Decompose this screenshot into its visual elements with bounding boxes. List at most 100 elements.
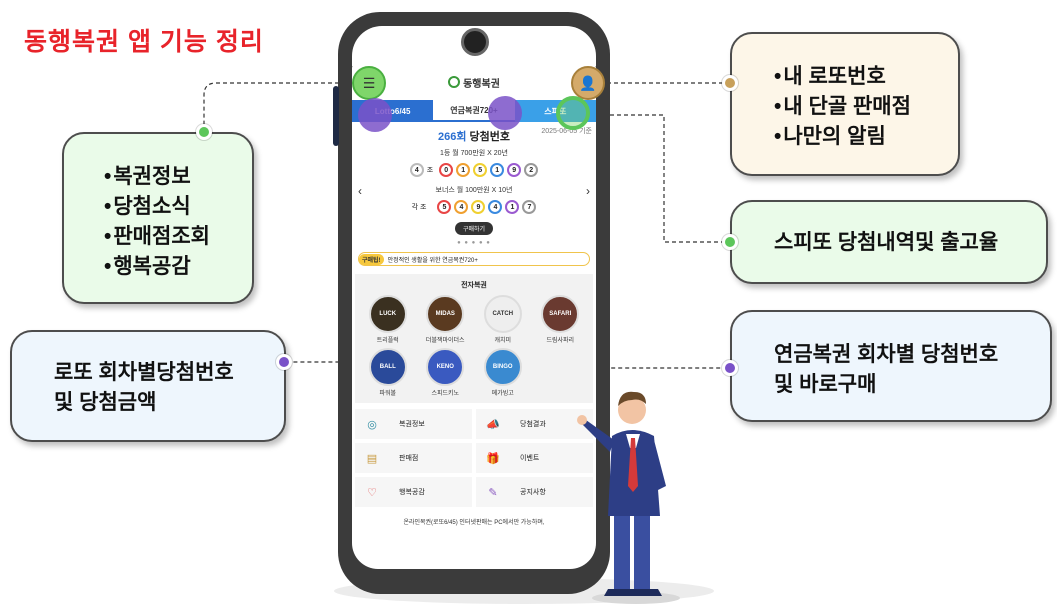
game-label: 드림사파리 [546,338,575,344]
logo-icon [448,76,461,88]
pension-tab-highlight [488,96,522,130]
number-ball: 9 [471,200,486,214]
lottery-info-icon: ◎ [367,418,377,431]
draw-date: 2025-06-05 기준 [541,128,592,135]
menu-results[interactable]: 📣당첨결과 [476,409,593,439]
number-ball: 7 [522,200,537,214]
number-ball: 2 [524,163,539,177]
callout-item: 나만의 알림 [774,122,958,152]
menu-lottery-info[interactable]: ◎ 복권정보 [355,409,472,439]
menu-label: 판매점 [399,455,419,462]
notice-icon: ✎ [488,486,498,499]
e-lottery-section: 전자복권 LUCK 트리플럭 MIDAS 더블잭마이더스 CATCH 캐치미 SAFA… [355,274,593,403]
banner-tag: 구매팁! [359,253,384,265]
menu-icon[interactable]: ☰ [352,66,386,100]
menu-label: 공지사항 [520,489,546,496]
round-number: 266회 [437,131,467,143]
safari-icon: SAFARI [541,295,580,333]
number-ball: 4 [454,200,469,214]
store-icon: ▤ [366,452,378,465]
e-lottery-title: 전자복권 [461,282,487,289]
page-title: 동행복권 앱 기능 정리 [24,28,264,56]
callout-text-line1: 연금복권 회차별 당첨번호 [774,343,999,366]
game-item[interactable]: CATCH 캐치미 [474,295,532,344]
number-ball: 1 [505,200,520,214]
round-suffix: 당첨번호 [466,131,511,143]
menu-event[interactable]: 🎁 이벤트 [476,443,593,473]
powerball-icon: BALL [368,348,407,386]
banner-text: 안정적인 생활을 위한 연금복권720+ [387,257,478,264]
phone-side-button [333,86,339,146]
menu-label: 행복공감 [399,489,425,496]
callout-pension: 연금복권 회차별 당첨번호 및 바로구매 [730,310,1052,422]
speetto-tab-highlight [556,96,590,130]
gift-icon: 🎁 [486,452,500,465]
app-header: 동행복권 [352,64,596,100]
group-label: 조 [426,167,434,174]
purple-marker-dot [722,360,738,376]
triple-luck-icon: LUCK [368,295,407,333]
camera-icon [461,28,489,56]
game-item[interactable]: KENO 스피드키노 [417,348,475,397]
callout-text-line1: 로또 회차별당첨번호 [54,361,234,384]
green-marker-dot [196,124,212,140]
draw-round: 266회 당첨번호 [352,128,596,144]
game-label: 더블잭마이더스 [425,338,465,344]
footer-note: 온라인복권(로또6/45) 인터넷판매는 PC에서만 가능하며, [403,520,545,526]
callout-text: 스피또 당첨내역및 출고율 [774,231,999,254]
number-ball: 4 [488,200,503,214]
midas-icon: MIDAS [426,295,465,333]
bonus-prize-text: 보너스 월 100만원 X 10년 [435,187,513,194]
game-label: 스피드키노 [431,391,460,397]
catchme-icon: CATCH [483,295,522,333]
quick-menu: ◎ 복권정보 📣당첨결과 ▤ 판매점 🎁 이벤트 ♡ 행복공감 ✎ 공지사항 [355,409,593,507]
menu-label: 복권정보 [399,421,425,428]
lotto-tab-highlight [358,98,392,132]
chevron-left-icon[interactable]: ‹ [358,184,362,198]
first-prize-text: 1등 월 700만원 X 20년 [439,150,508,157]
menu-store[interactable]: ▤ 판매점 [355,443,472,473]
app-screen: 동행복권 Lotto6/45 연금복권720+ 스피또 2025-06-05 기… [352,64,596,569]
game-item[interactable]: LUCK 트리플럭 [359,295,417,344]
callout-item: 당첨소식 [104,192,252,222]
callout-text-line2: 및 당첨금액 [54,391,157,414]
app-header-title: 동행복권 [463,78,500,90]
presenter-illustration [577,391,680,604]
game-label: 메가빙고 [491,391,514,397]
game-item[interactable]: SAFARI 드림사파리 [532,295,590,344]
callout-lotto: 로또 회차별당첨번호 및 당첨금액 [10,330,286,442]
menu-happiness[interactable]: ♡ 행복공감 [355,477,472,507]
callout-item: 판매점조회 [104,222,252,252]
number-ball: 5 [437,200,452,214]
callout-speetto: 스피또 당첨내역및 출고율 [730,200,1048,284]
number-ball: 0 [439,163,454,177]
speedkeno-icon: KENO [426,348,465,386]
callout-text-line2: 및 바로구매 [774,373,877,396]
menu-label: 이벤트 [520,455,540,462]
heart-icon: ♡ [367,486,377,499]
game-label: 캐치미 [494,338,512,344]
callout-item: 내 로또번호 [774,62,958,92]
game-label: 파워볼 [379,391,397,397]
callout-app-menu: 복권정보 당첨소식 판매점조회 행복공감 [62,132,254,304]
carousel-pager[interactable]: ● ● ● ● ● [457,240,491,246]
game-label: 트리플럭 [376,338,399,344]
callout-item: 복권정보 [104,162,252,192]
winning-numbers-panel: 2025-06-05 기준 266회 당첨번호 1등 월 700만원 X 20년… [352,122,596,246]
menu-notice[interactable]: ✎ 공지사항 [476,477,593,507]
buy-button[interactable]: 구매하기 [454,222,494,235]
tip-banner[interactable]: 구매팁! 안정적인 생활을 위한 연금복권720+ [358,252,590,266]
game-item[interactable]: BALL 파워볼 [359,348,417,397]
chevron-right-icon[interactable]: › [586,184,590,198]
beige-marker-dot [722,75,738,91]
main-number-balls: 4 조 0 1 5 1 9 2 [352,163,596,177]
number-ball: 9 [507,163,522,177]
number-ball: 1 [456,163,471,177]
purple-marker-dot [276,354,292,370]
number-ball: 5 [473,163,488,177]
user-icon[interactable]: 👤 [571,66,605,100]
bonus-group-label: 각 조 [411,204,427,211]
megaphone-icon: 📣 [486,418,500,431]
game-item[interactable]: MIDAS 더블잭마이더스 [417,295,475,344]
